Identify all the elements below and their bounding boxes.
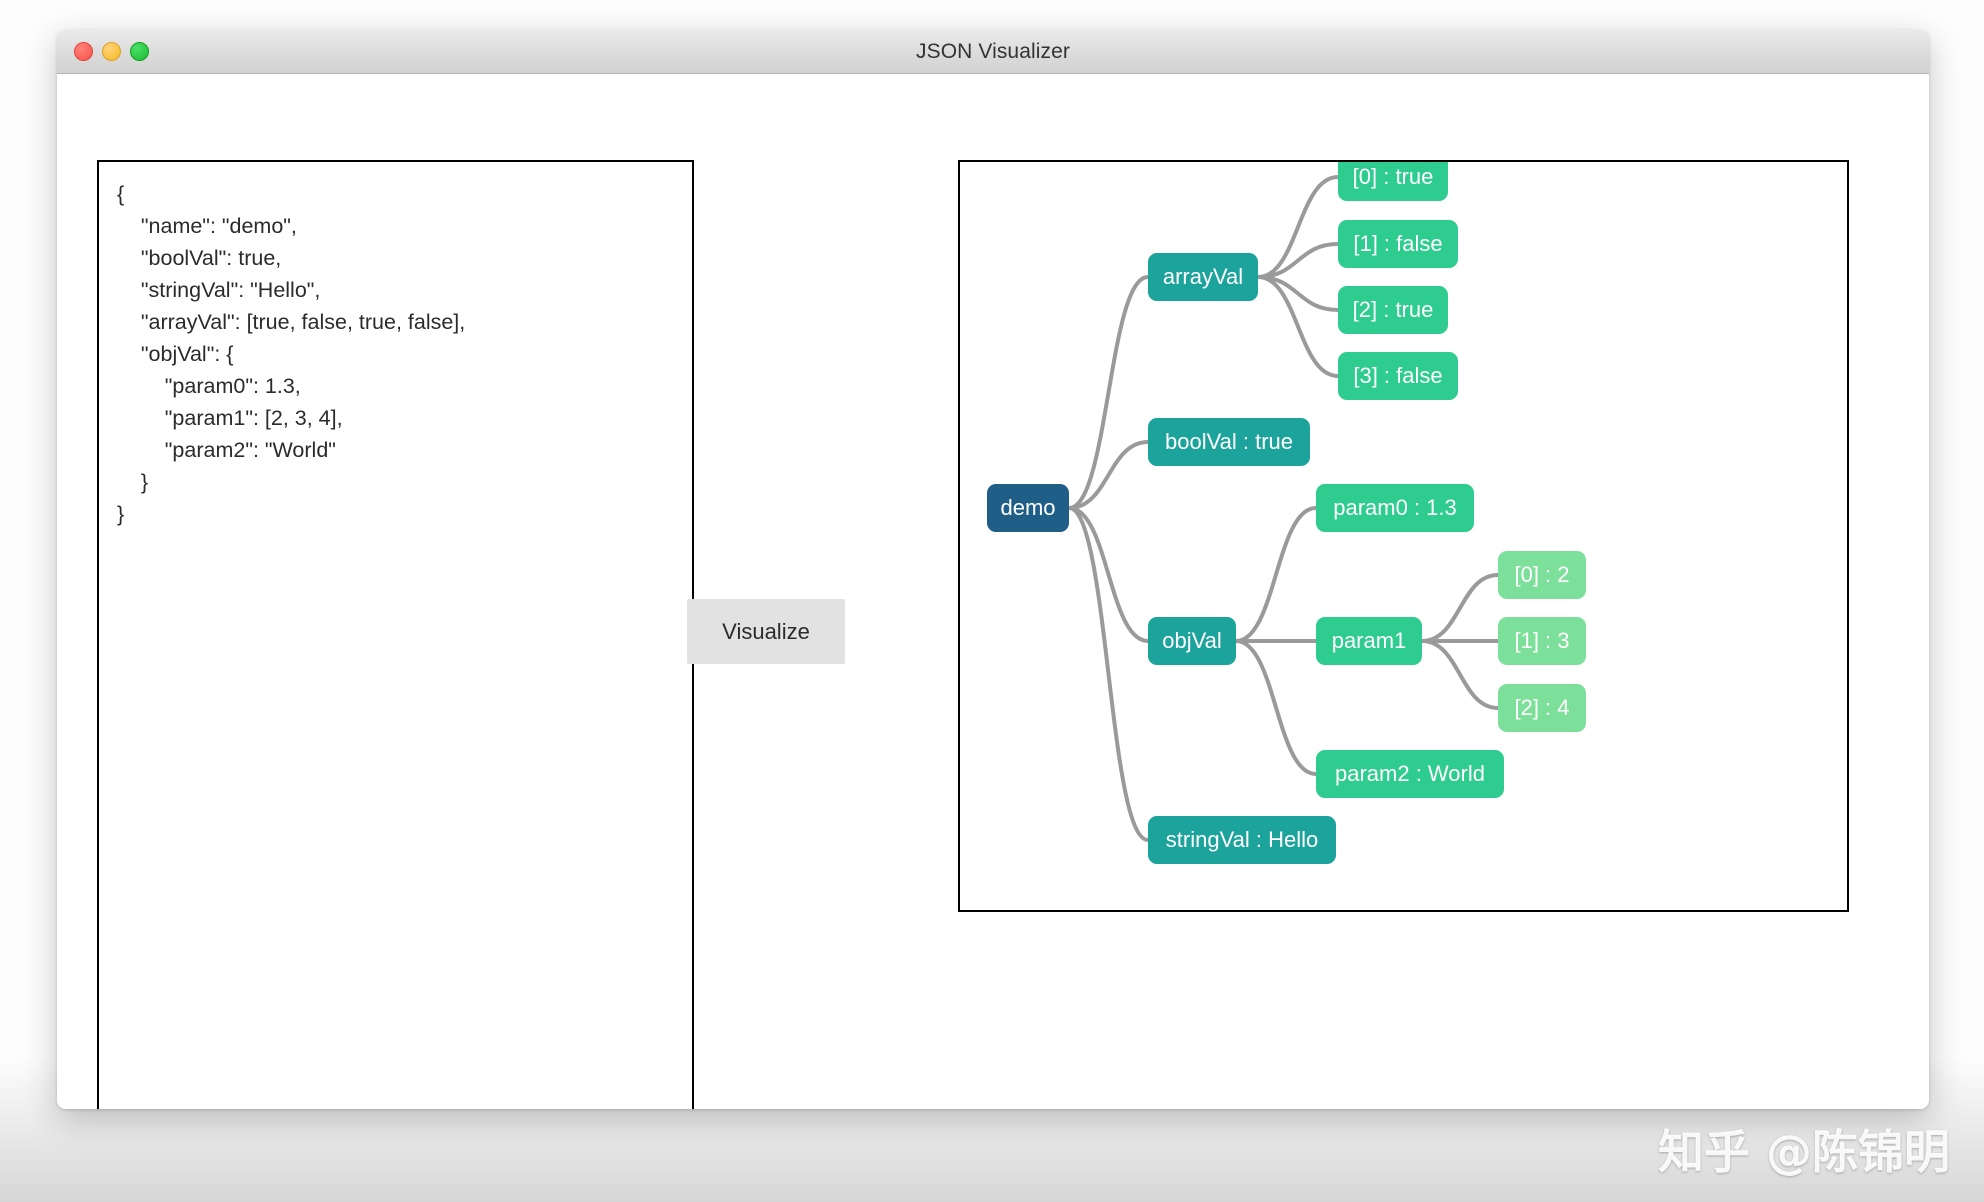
- app-window: JSON Visualizer { "name": "demo", "boolV…: [57, 30, 1929, 1109]
- graph-node-param1[interactable]: param1: [1316, 617, 1422, 665]
- graph-node-boolVal[interactable]: boolVal : true: [1148, 418, 1310, 466]
- graph-edge-arrayVal-a1: [1256, 242, 1340, 279]
- json-input-pane[interactable]: { "name": "demo", "boolVal": true, "stri…: [97, 160, 694, 1109]
- watermark: 知乎 @陈锦明: [1657, 1125, 1950, 1179]
- graph-edge-demo-arrayVal: [1067, 275, 1150, 510]
- graph-node-a1[interactable]: [1] : false: [1338, 220, 1458, 268]
- graph-edge-demo-objVal: [1067, 506, 1150, 643]
- graph-node-a3[interactable]: [3] : false: [1338, 352, 1458, 400]
- graph-node-p2[interactable]: [2] : 4: [1498, 684, 1586, 732]
- graph-node-p0[interactable]: [0] : 2: [1498, 551, 1586, 599]
- visualize-button[interactable]: Visualize: [687, 599, 845, 664]
- window-body: { "name": "demo", "boolVal": true, "stri…: [57, 74, 1929, 1109]
- minimize-button-icon[interactable]: [102, 42, 121, 61]
- graph-node-p1[interactable]: [1] : 3: [1498, 617, 1586, 665]
- graph-output-pane: demo arrayVal [0] : true [1] : false [2] : t…: [958, 160, 1849, 912]
- graph-node-param2[interactable]: param2 : World: [1316, 750, 1504, 798]
- graph-edge-arrayVal-a3: [1256, 275, 1340, 378]
- graph-edge-demo-boolVal: [1067, 440, 1150, 510]
- graph-edge-arrayVal-a0: [1256, 175, 1340, 279]
- graph-node-objVal[interactable]: objVal: [1148, 617, 1236, 665]
- zoom-button-icon[interactable]: [130, 42, 149, 61]
- graph-node-arrayVal[interactable]: arrayVal: [1148, 253, 1258, 301]
- graph-node-a2[interactable]: [2] : true: [1338, 286, 1448, 334]
- graph-edge-objVal-param0: [1234, 506, 1318, 643]
- window-title: JSON Visualizer: [916, 39, 1070, 63]
- graph-edge-demo-stringVal: [1067, 506, 1150, 842]
- json-input-text[interactable]: { "name": "demo", "boolVal": true, "stri…: [117, 182, 466, 526]
- graph-edge-objVal-param2: [1234, 639, 1318, 776]
- graph-edge-param1-p0: [1420, 573, 1500, 643]
- graph-edge-param1-p2: [1420, 639, 1500, 710]
- graph-node-param0[interactable]: param0 : 1.3: [1316, 484, 1474, 532]
- graph-node-demo[interactable]: demo: [987, 484, 1069, 532]
- graph-node-a0[interactable]: [0] : true: [1338, 162, 1448, 201]
- window-titlebar: JSON Visualizer: [57, 30, 1929, 74]
- close-button-icon[interactable]: [74, 42, 93, 61]
- window-controls: [74, 30, 149, 73]
- graph-edges-layer: [1067, 175, 1500, 842]
- graph-node-stringVal[interactable]: stringVal : Hello: [1148, 816, 1336, 864]
